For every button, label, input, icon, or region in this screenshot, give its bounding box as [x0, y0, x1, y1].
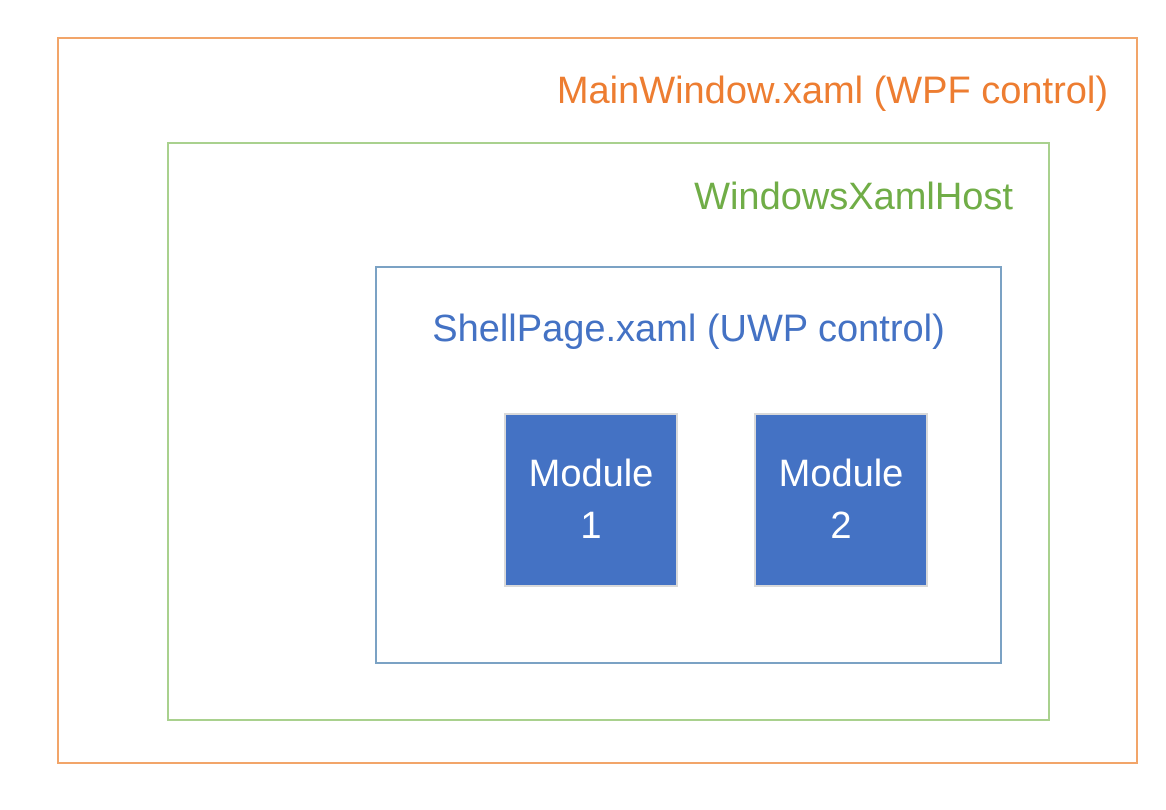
module-1-label-line2: 1 — [580, 505, 602, 547]
module-1-box: Module 1 — [504, 413, 678, 587]
mainwindow-box: MainWindow.xaml (WPF control) WindowsXam… — [57, 37, 1138, 764]
windowsxamlhost-box: WindowsXamlHost ShellPage.xaml (UWP cont… — [167, 142, 1050, 721]
module-2-box: Module 2 — [754, 413, 928, 587]
module-2-label-line2: 2 — [830, 505, 852, 547]
windowsxamlhost-label: WindowsXamlHost — [694, 176, 1013, 218]
shellpage-label: ShellPage.xaml (UWP control) — [432, 308, 945, 350]
shellpage-box: ShellPage.xaml (UWP control) Module 1 Mo… — [375, 266, 1002, 664]
mainwindow-label: MainWindow.xaml (WPF control) — [556, 70, 1108, 112]
module-1-label-line1: Module — [528, 453, 654, 495]
module-2-label-line1: Module — [778, 453, 904, 495]
